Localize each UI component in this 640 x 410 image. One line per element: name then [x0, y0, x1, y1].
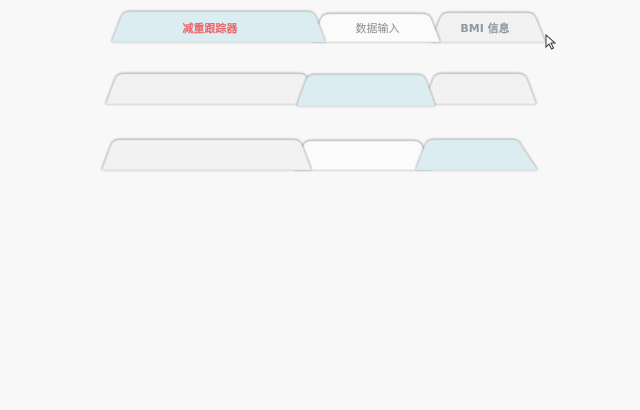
tab-row1-input[interactable]: [311, 13, 441, 43]
tab-row3-third[interactable]: [415, 139, 538, 171]
tab-row1-bmi[interactable]: [430, 12, 546, 43]
mouse-pointer-icon: [545, 34, 557, 50]
tab-row3-second[interactable]: [293, 140, 432, 171]
tab-row1-tracker[interactable]: [111, 11, 326, 43]
tab-row-2: [105, 73, 537, 107]
tab-row2-second[interactable]: [296, 74, 436, 107]
tab-row3-first[interactable]: [101, 139, 312, 171]
tab-row-1: [111, 11, 546, 43]
tab-row2-first[interactable]: [105, 73, 318, 105]
tab-row-3: [101, 139, 538, 171]
tab-row2-third[interactable]: [423, 73, 537, 105]
